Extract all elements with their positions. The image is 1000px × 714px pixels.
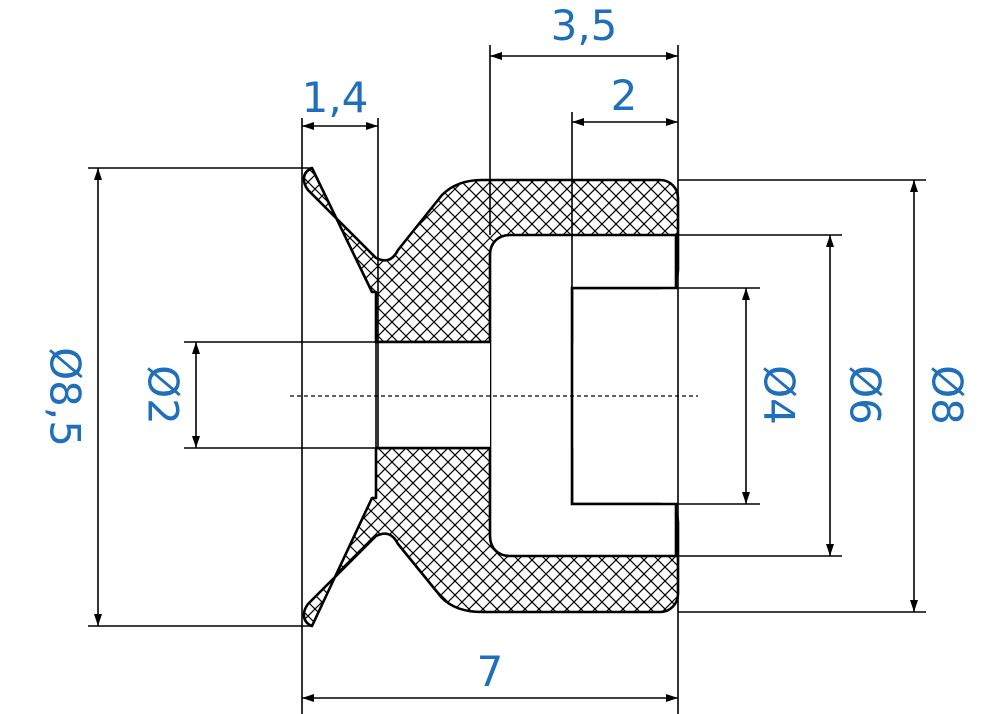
dim-label-7: 7 [477, 647, 504, 696]
dim-label-2: 2 [611, 71, 638, 120]
dim-label-dia-2: Ø2 [139, 365, 188, 425]
dim-label-dia-6: Ø6 [841, 365, 890, 425]
dim-label-1-4: 1,4 [302, 73, 369, 122]
inner-cavity [488, 233, 678, 558]
center-bore [376, 342, 490, 448]
dim-label-3-5: 3,5 [551, 1, 618, 50]
extension-lines [88, 45, 926, 714]
dim-label-dia-8: Ø8 [923, 365, 972, 425]
part-section [302, 166, 680, 628]
dim-label-dia-4: Ø4 [755, 365, 804, 425]
dimension-labels: 3,5 2 1,4 7 Ø8,5 Ø2 Ø4 Ø6 Ø8 [41, 1, 972, 696]
dim-label-dia-8-5: Ø8,5 [41, 347, 90, 447]
dimension-lines [94, 52, 918, 702]
